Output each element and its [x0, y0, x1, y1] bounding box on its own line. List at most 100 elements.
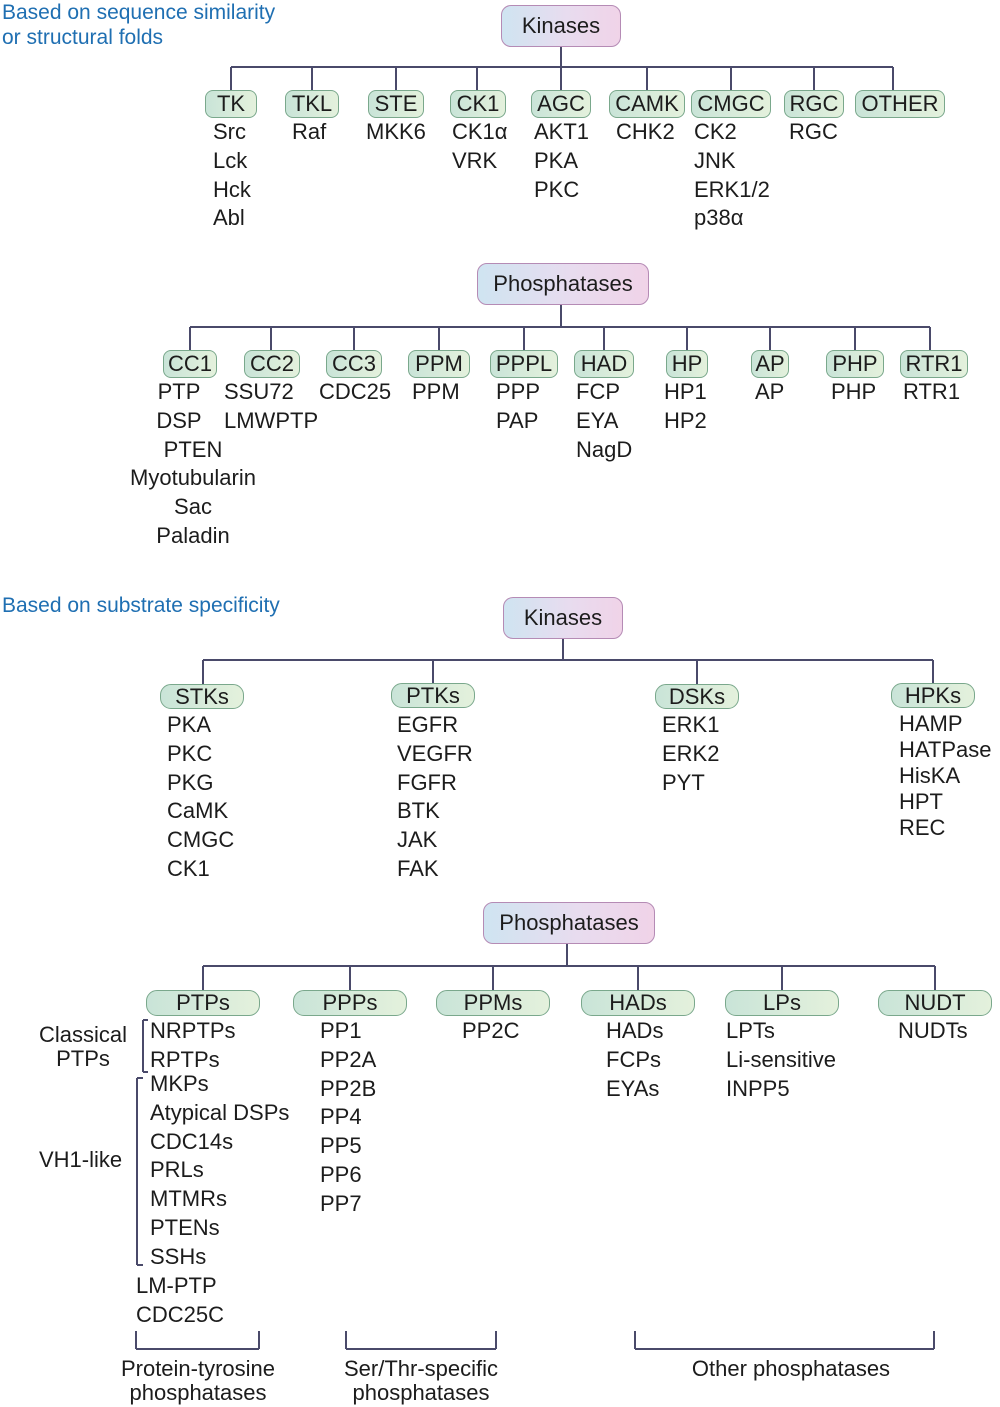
t2p-family-lps: LPs [725, 990, 839, 1016]
member: RTR1 [903, 379, 961, 404]
t2k-members-dsks: ERK1 ERK2 PYT [662, 711, 719, 797]
t2p-members-nudt: NUDTs [898, 1017, 968, 1046]
t1k-members-tk: Src Lck Hck Abl [213, 118, 251, 233]
member: PYT [662, 769, 705, 795]
member: PHP [831, 379, 877, 404]
t1k-members-camk: CHK2 [616, 118, 675, 147]
member: HAMP [899, 711, 963, 736]
t1k-members-tkl: Raf [292, 118, 326, 147]
member: PP7 [320, 1190, 362, 1216]
member: Raf [292, 119, 327, 144]
t2p-family-hads: HADs [581, 990, 695, 1016]
member: PKA [167, 712, 212, 737]
t1p-family-cc2: CC2 [244, 350, 300, 378]
t2k-family-ptks: PTKs [391, 683, 475, 708]
t1k-members-cmgc: CK2 JNK ERK1/2 p38α [694, 118, 770, 233]
member: FCPs [606, 1046, 661, 1072]
member: PKG [167, 769, 214, 795]
t1k-members-ste: MKK6 [366, 118, 426, 147]
member: p38α [694, 205, 744, 231]
member: REC [899, 815, 946, 840]
member: PTEN [163, 436, 223, 462]
t2p-family-nudt: NUDT [878, 990, 992, 1016]
member: PP6 [320, 1161, 362, 1187]
member: CDC25 [319, 379, 392, 404]
t1p-family-php: PHP [826, 350, 884, 378]
t1k-family-rgc: RGC [784, 90, 844, 118]
t1p-family-cc1: CC1 [163, 350, 217, 378]
t1p-members-php: PHP [831, 378, 876, 407]
member: PKA [534, 147, 579, 173]
member: PP5 [320, 1133, 362, 1159]
subgroup-label: Classical PTPs [38, 1022, 128, 1071]
member: AKT1 [534, 119, 590, 144]
t2-kinases-root: Kinases [503, 597, 623, 639]
member: CHK2 [616, 119, 675, 144]
member: PPP [496, 379, 541, 404]
t2-phosphatases-root: Phosphatases [483, 902, 655, 944]
t1k-members-rgc: RGC [789, 118, 838, 147]
member: PP2C [462, 1018, 520, 1043]
member: RPTPs [150, 1046, 220, 1072]
t1p-members-ap: AP [755, 378, 784, 407]
member: Paladin [156, 522, 230, 548]
member: HP1 [664, 379, 707, 404]
group-label-ser-thr: Ser/Thr-specific phosphatases [343, 1356, 499, 1405]
t1p-members-cc3: CDC25 [319, 378, 391, 407]
t1-kinases-root: Kinases [501, 5, 621, 47]
member: PAP [496, 407, 539, 433]
classical-ptps-label: Classical PTPs [30, 1023, 136, 1071]
member: Lck [213, 147, 248, 173]
t2p-members-ptps-other: LM-PTP CDC25C [136, 1272, 224, 1330]
member: Li-sensitive [726, 1046, 837, 1072]
t1p-family-hp: HP [666, 350, 708, 378]
member: INPP5 [726, 1075, 790, 1101]
member: PP1 [320, 1018, 362, 1043]
member: Hck [213, 176, 251, 202]
member: SSHs [150, 1243, 207, 1269]
member: PRLs [150, 1157, 204, 1183]
t2k-family-stks: STKs [160, 684, 244, 709]
member: CDC14s [150, 1128, 234, 1154]
t2k-family-dsks: DSKs [655, 684, 739, 709]
member: ERK1 [662, 712, 720, 737]
member: LPTs [726, 1018, 775, 1043]
t1p-family-ppm: PPM [408, 350, 470, 378]
member: PPM [412, 379, 460, 404]
member: PP2B [320, 1075, 377, 1101]
vh1-like-label: VH1-like [39, 1147, 123, 1172]
t1p-family-had: HAD [574, 350, 634, 378]
member: RGC [789, 119, 838, 144]
group-label-protein-tyrosine: Protein-tyrosine phosphatases [120, 1356, 276, 1405]
t2p-members-hads: HADs FCPs EYAs [606, 1017, 663, 1103]
t1p-family-cc3: CC3 [326, 350, 382, 378]
member: LM-PTP [136, 1273, 217, 1298]
member: HPT [899, 789, 943, 814]
t1k-family-camk: CAMK [609, 90, 685, 118]
member: NagD [576, 436, 633, 462]
t1p-members-pppl: PPP PAP [496, 378, 540, 436]
t1p-family-ap: AP [751, 350, 789, 378]
member: FAK [397, 855, 439, 881]
member: MTMRs [150, 1186, 227, 1212]
member: CMGC [167, 827, 235, 853]
t1k-family-cmgc: CMGC [691, 90, 771, 118]
t1p-members-cc2: SSU72 LMWPTP [224, 378, 318, 436]
member: HADs [606, 1018, 664, 1043]
t1-phosphatases-root: Phosphatases [477, 263, 649, 305]
member: EGFR [397, 712, 459, 737]
member: PKC [534, 176, 580, 202]
t1k-family-ste: STE [368, 90, 424, 118]
member: LMWPTP [224, 407, 319, 433]
member: PKC [167, 740, 213, 766]
t2k-members-stks: PKA PKC PKG CaMK CMGC CK1 [167, 711, 234, 884]
member: VRK [452, 147, 498, 173]
t2k-members-ptks: EGFR VEGFR FGFR BTK JAK FAK [397, 711, 473, 884]
member: PTENs [150, 1214, 220, 1240]
member: Atypical DSPs [150, 1099, 290, 1125]
member: CK1 [167, 855, 210, 881]
member: MKPs [150, 1071, 209, 1096]
t1k-family-other: OTHER [855, 90, 945, 118]
member: EYA [576, 407, 619, 433]
